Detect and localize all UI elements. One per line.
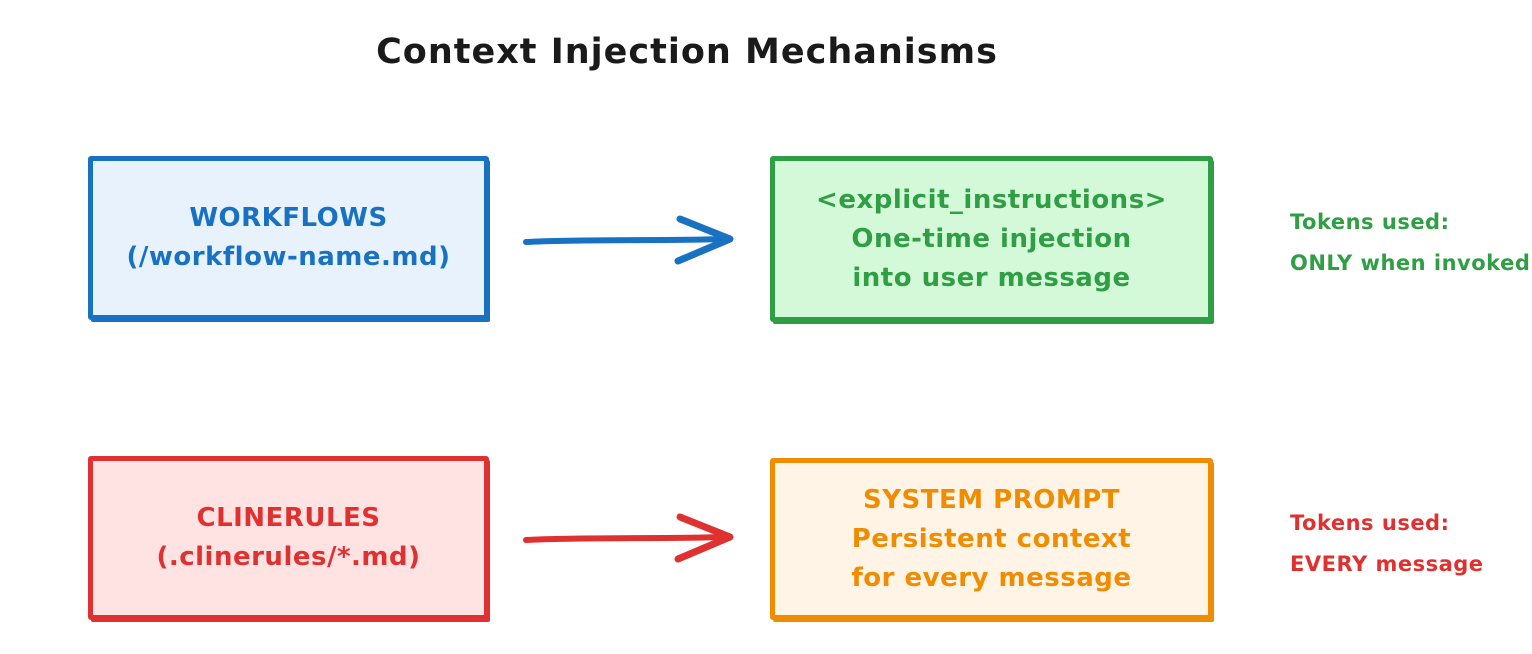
clinerules-tokens-note-line-1: Tokens used: bbox=[1290, 511, 1450, 535]
clinerules-box-title: CLINERULES bbox=[196, 503, 381, 533]
explicit-instructions-desc-2: into user message bbox=[852, 262, 1131, 293]
workflows-tokens-note: Tokens used: ONLY when invoked bbox=[1290, 202, 1532, 284]
right-arrow-icon bbox=[523, 513, 734, 563]
clinerules-box: CLINERULES (.clinerules/*.md) bbox=[88, 456, 489, 620]
explicit-instructions-desc-1: One-time injection bbox=[851, 223, 1132, 254]
workflows-box: WORKFLOWS (/workflow-name.md) bbox=[88, 156, 489, 320]
workflows-tokens-note-line-2: ONLY when invoked bbox=[1290, 251, 1531, 275]
explicit-instructions-tag: <explicit_instructions> bbox=[816, 184, 1167, 215]
workflows-box-title: WORKFLOWS bbox=[189, 203, 388, 233]
system-prompt-desc-2: for every message bbox=[851, 562, 1132, 593]
workflows-tokens-note-line-1: Tokens used: bbox=[1290, 210, 1450, 234]
system-prompt-box: SYSTEM PROMPT Persistent context for eve… bbox=[770, 458, 1213, 620]
diagram-title: Context Injection Mechanisms bbox=[376, 32, 998, 72]
clinerules-tokens-note-line-2: EVERY message bbox=[1290, 552, 1484, 576]
system-prompt-title: SYSTEM PROMPT bbox=[862, 484, 1121, 515]
system-prompt-desc-1: Persistent context bbox=[851, 523, 1132, 554]
clinerules-tokens-note: Tokens used: EVERY message bbox=[1290, 503, 1532, 585]
workflows-box-path: (/workflow-name.md) bbox=[126, 242, 451, 272]
clinerules-box-path: (.clinerules/*.md) bbox=[156, 542, 421, 572]
right-arrow-icon bbox=[523, 215, 734, 265]
explicit-instructions-box: <explicit_instructions> One-time injecti… bbox=[770, 156, 1213, 322]
